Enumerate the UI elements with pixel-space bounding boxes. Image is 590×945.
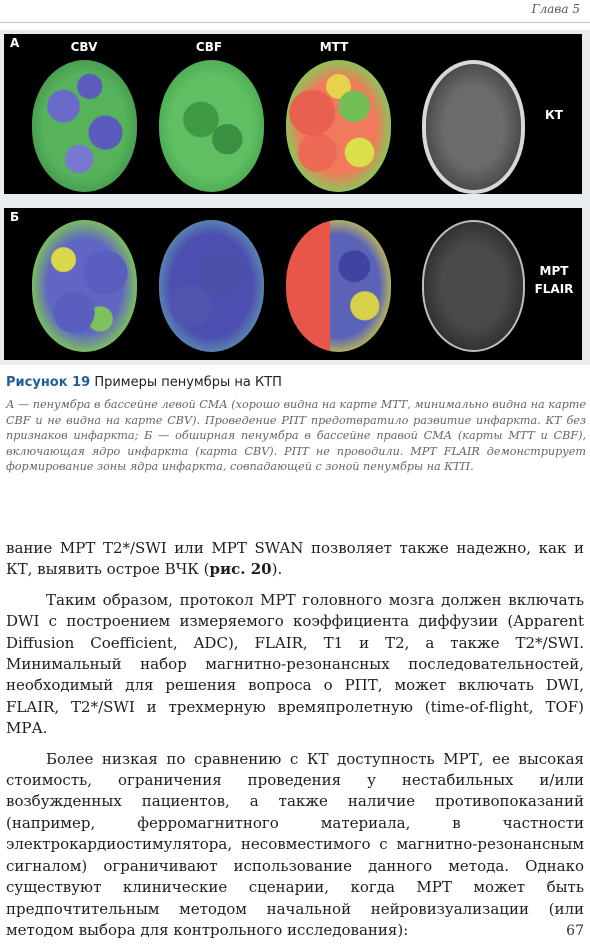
caption-number: Рисунок 19: [6, 375, 91, 390]
caption-title-text: Примеры пенумбры на КТП: [94, 375, 282, 390]
mtt-map-image: [286, 60, 391, 192]
chapter-header: Глава 5: [531, 2, 580, 16]
ct-label: КТ: [545, 108, 563, 122]
body-text: вание МРТ T2*/SWI или МРТ SWAN позволяет…: [6, 538, 584, 941]
page-number: 67: [566, 923, 584, 939]
cbv-map-image-b: [32, 220, 137, 352]
mtt-map-image-b: [286, 220, 391, 352]
paragraph-2: Таким образом, протокол МРТ головного мо…: [6, 590, 584, 738]
cbv-map-image: [32, 60, 137, 192]
paragraph-1-end: ).: [271, 560, 283, 579]
figure-caption: Рисунок 19 Примеры пенумбры на КТП А — п…: [6, 375, 586, 475]
paragraph-3: Более низкая по сравнению с КТ доступнос…: [6, 749, 584, 939]
caption-title: Рисунок 19 Примеры пенумбры на КТП: [6, 375, 586, 390]
header-rule: [0, 22, 590, 23]
panel-b-letter: Б: [10, 210, 20, 224]
figure-reference: рис. 20: [209, 560, 272, 579]
label-cbv: CBV: [70, 40, 98, 54]
figure-panel-a: А CBV CBF MTT КТ: [4, 34, 582, 194]
mri-flair-image: [422, 220, 525, 352]
ct-scan-image: [422, 60, 525, 194]
paragraph-1-start: вание МРТ T2*/SWI или МРТ SWAN позволяет…: [6, 539, 584, 579]
label-cbf: CBF: [195, 40, 223, 54]
cbf-map-image-b: [159, 220, 264, 352]
mri-label-line2: FLAIR: [534, 282, 574, 296]
paragraph-1: вание МРТ T2*/SWI или МРТ SWAN позволяет…: [6, 538, 584, 581]
panel-a-letter: А: [10, 36, 20, 50]
mri-label-line1: МРТ: [539, 264, 569, 278]
label-mtt: MTT: [319, 40, 349, 54]
cbf-map-image: [159, 60, 264, 192]
figure-panel-b: Б МРТ FLAIR: [4, 208, 582, 360]
caption-text: А — пенумбра в бассейне левой СМА (хорош…: [6, 398, 586, 473]
figure-19: А CBV CBF MTT КТ Б МРТ FLAIR: [0, 30, 590, 365]
